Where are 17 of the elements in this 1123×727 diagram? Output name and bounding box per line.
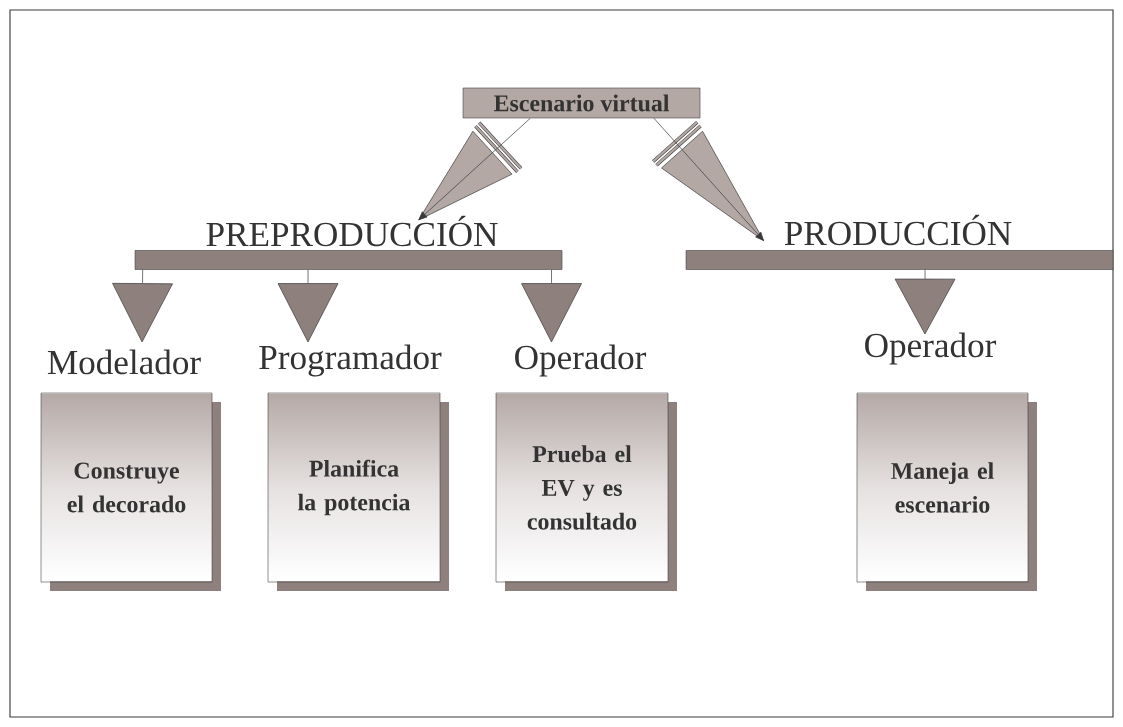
arrow — [653, 117, 765, 242]
arrow — [894, 269, 956, 335]
process-box: Maneja el escenario — [856, 392, 1037, 591]
process-box: Prueba el EV y es consultado — [495, 392, 677, 591]
arrow — [112, 269, 173, 343]
process-box: Construye el decorado — [40, 392, 221, 591]
arrow — [521, 269, 582, 343]
process-box: Planifica la potencia — [267, 392, 449, 591]
role-label: Programador — [259, 344, 442, 377]
role-label: Operador — [515, 344, 647, 377]
arrow — [277, 269, 339, 343]
title-box: Escenario virtual — [462, 87, 701, 119]
phase-heading: PRODUCCIÓN — [784, 214, 1012, 246]
role-label: Modelador — [47, 349, 201, 375]
phase-heading: PREPRODUCCIÓN — [206, 215, 498, 247]
arrow — [418, 117, 531, 221]
role-label: Operador — [865, 332, 997, 365]
